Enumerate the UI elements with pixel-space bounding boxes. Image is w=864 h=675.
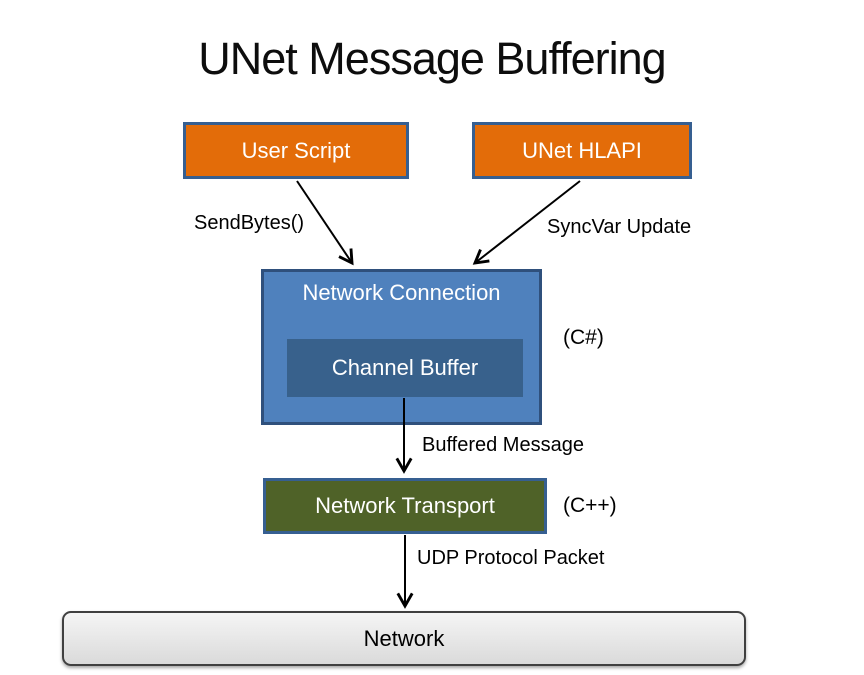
node-network-connection-label: Network Connection bbox=[302, 280, 501, 305]
node-network-transport-label: Network Transport bbox=[315, 493, 495, 518]
edge-label-buffered-message: Buffered Message bbox=[422, 434, 584, 456]
node-network-transport: Network Transport bbox=[263, 478, 547, 534]
node-user-script: User Script bbox=[183, 122, 409, 179]
annotation-csharp: (C#) bbox=[563, 326, 604, 349]
annotation-cpp: (C++) bbox=[563, 494, 617, 517]
node-network: Network bbox=[62, 611, 746, 666]
node-unet-hlapi: UNet HLAPI bbox=[472, 122, 692, 179]
node-user-script-label: User Script bbox=[241, 137, 351, 163]
edge-label-syncvar-update: SyncVar Update bbox=[547, 216, 692, 238]
node-network-label: Network bbox=[363, 625, 445, 651]
node-channel-buffer-label: Channel Buffer bbox=[331, 355, 479, 380]
diagram-title: UNet Message Buffering bbox=[198, 33, 666, 84]
edge-label-sendbytes: SendBytes() bbox=[194, 212, 305, 234]
arrow-sendbytes bbox=[296, 180, 354, 266]
edge-label-udp-protocol-packet: UDP Protocol Packet bbox=[417, 547, 605, 569]
node-channel-buffer: Channel Buffer bbox=[287, 339, 523, 397]
node-unet-hlapi-label: UNet HLAPI bbox=[522, 137, 642, 163]
